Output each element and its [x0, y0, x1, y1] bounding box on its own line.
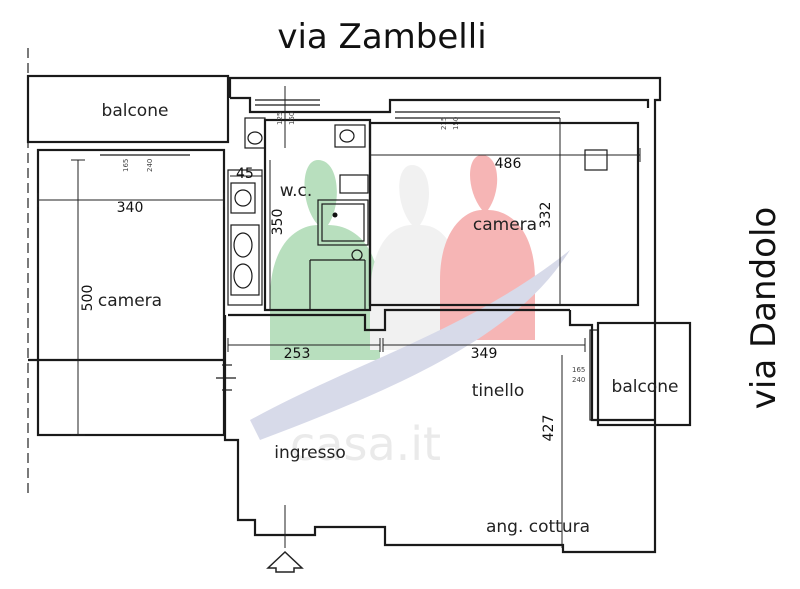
window-label-4-bottom: 240 [572, 376, 585, 384]
dim-ingresso-width: 253 [284, 346, 311, 362]
window-label-1-top: 165 [122, 159, 130, 172]
room-label-camera-right: camera [473, 215, 537, 235]
watermark-text: casa.it [290, 417, 441, 471]
room-label-ingresso: ingresso [274, 443, 345, 463]
dim-wc-small: 45 [236, 166, 254, 182]
outer-walls [28, 76, 662, 554]
room-label-ang-cottura: ang. cottura [486, 517, 590, 537]
dim-tinello-height: 427 [541, 415, 557, 442]
street-right-label: via Dandolo [744, 207, 784, 409]
balcony-right [596, 321, 692, 427]
entrance-arrow-icon [266, 505, 304, 573]
dim-camera-left-height: 500 [80, 285, 96, 312]
room-label-balcone-right: balcone [612, 377, 679, 397]
street-top-label: via Zambelli [277, 17, 486, 57]
bathroom-fixtures: 45 [227, 166, 263, 306]
dim-camera-right-width: 486 [495, 156, 522, 172]
room-label-balcone-top-left: balcone [102, 101, 169, 121]
room-label-tinello: tinello [472, 381, 524, 401]
dim-wc-height: 350 [270, 209, 286, 236]
balcony-top-left [26, 74, 230, 144]
dim-tinello-width: 349 [471, 346, 498, 362]
dim-camera-right-height: 332 [538, 202, 554, 229]
dim-camera-left-width: 340 [117, 200, 144, 216]
room-label-camera-left: camera [98, 291, 162, 311]
window-label-4-top: 165 [572, 366, 585, 374]
window-label-1-bottom: 240 [146, 159, 154, 172]
room-label-wc: w.c. [280, 181, 313, 201]
watermark-logo: casa.it [250, 155, 570, 471]
window-label-2-bottom: 150 [288, 112, 296, 125]
interior-walls [223, 308, 655, 422]
window-label-2-top: 125 [276, 112, 284, 125]
room-camera-right [368, 121, 640, 307]
